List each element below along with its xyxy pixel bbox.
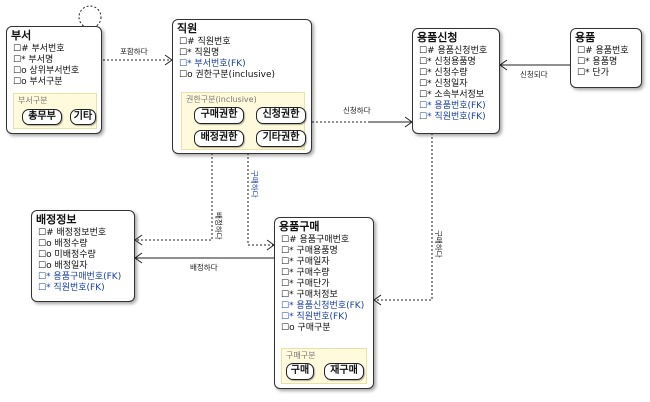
- attr-row: ☐# 직원번호: [179, 37, 231, 47]
- subtype-pill[interactable]: 기타권한: [256, 130, 306, 147]
- req-purchase-line: [374, 133, 433, 301]
- attr-row-fk: ☐* 용품신청번호(FK): [281, 301, 365, 311]
- attr-row: ☐# 배정정보번호: [38, 228, 107, 238]
- entity-title: 직원: [177, 22, 198, 35]
- relationship-label: 신청되다: [520, 70, 548, 79]
- attr-row: ☐o 미배정수량: [38, 250, 96, 260]
- attr-row-fk: ☐* 용품구매번호(FK): [38, 272, 122, 282]
- subtype-box: 권한구분(inclusive) 구매권한 신청권한 배정권한 기타권한: [181, 92, 306, 150]
- entity-title: 용품구매: [279, 220, 320, 233]
- relationship-label-vertical: 배정하다: [214, 212, 223, 240]
- recursive-relationship: [78, 5, 102, 29]
- entity-title: 부서: [11, 29, 32, 42]
- attr-row: ☐* 부서명: [13, 55, 54, 65]
- emp-purchase-crowfoot: [266, 239, 275, 251]
- attr-row: ☐o 부서구분: [13, 77, 63, 87]
- entity-purchase[interactable]: 용품구매 ☐# 용품구매번호 ☐* 구매용품명 ☐* 구매일자 ☐* 구매수량 …: [274, 217, 374, 389]
- attr-row: ☐* 구매수량: [281, 268, 330, 278]
- subtype-pill[interactable]: 구매: [286, 363, 314, 380]
- entity-title: 용품신청: [417, 31, 458, 44]
- subtype-pill[interactable]: 신청권한: [256, 107, 306, 124]
- entity-title: 배정정보: [36, 213, 77, 226]
- subtype-title: 부서구분: [18, 96, 48, 105]
- subtype-pill[interactable]: 구매권한: [194, 107, 244, 124]
- entity-department[interactable]: 부서 ☐# 부서번호 ☐* 부서명 ☐o 상위부서번호 ☐o 부서구분 부서구분…: [6, 26, 102, 134]
- relationship-label-vertical: 구매하다: [250, 170, 259, 198]
- attr-row: ☐o 배정수량: [38, 239, 88, 249]
- subtype-pill[interactable]: 재구매: [324, 363, 364, 380]
- attr-row: ☐# 부서번호: [13, 44, 65, 54]
- emp-req-crowfoot: [404, 116, 413, 128]
- attr-row: ☐* 신청용품명: [419, 57, 476, 67]
- req-purchase-crowfoot: [373, 294, 382, 306]
- subtype-title: 권한구분(inclusive): [186, 95, 257, 104]
- attr-row-fk: ☐* 직원번호(FK): [281, 312, 348, 322]
- attr-row: ☐* 소속부서정보: [419, 90, 485, 100]
- entity-item-request[interactable]: 용품신청 ☐# 용품신청번호 ☐* 신청용품명 ☐* 신청수량 ☐* 신청일자 …: [412, 28, 500, 134]
- emp-assign-line: [135, 153, 213, 241]
- emp-purchase-line: [247, 153, 274, 246]
- attr-row: ☐o 권한구분(inclusive): [179, 70, 275, 80]
- attr-row: ☐* 단가: [577, 68, 609, 78]
- relationship-label-vertical: 구매하다: [434, 230, 443, 258]
- entity-title: 용품: [575, 31, 596, 44]
- emp-assign-crowfoot: [134, 234, 143, 246]
- entity-employee[interactable]: 직원 ☐# 직원번호 ☐* 직원명 ☐* 부서번호(FK) ☐o 권한구분(in…: [172, 19, 312, 154]
- attr-row: ☐* 구매일자: [281, 257, 330, 267]
- attr-row: ☐o 상위부서번호: [13, 66, 80, 76]
- subtype-pill[interactable]: 배정권한: [194, 130, 244, 147]
- attr-row: ☐# 용품신청번호: [419, 46, 488, 56]
- assign-purchase-crowfoot: [134, 252, 143, 264]
- relationship-label: 신청하다: [343, 106, 371, 115]
- relationship-label: 포함하다: [120, 47, 148, 56]
- attr-row: ☐* 구매용품명: [281, 246, 338, 256]
- attr-row: ☐* 용품명: [577, 57, 618, 67]
- attr-row: ☐* 직원명: [179, 48, 220, 58]
- attr-row-fk: ☐* 용품번호(FK): [419, 101, 486, 111]
- dept-emp-crowfoot: [164, 54, 173, 66]
- subtype-box: 부서구분 총무부 기타: [13, 93, 97, 129]
- subtype-box: 구매구분 구매 재구매: [281, 348, 367, 384]
- relationship-label: 배정하다: [190, 263, 218, 272]
- attr-row-fk: ☐* 직원번호(FK): [38, 283, 105, 293]
- attr-row-fk: ☐* 직원번호(FK): [419, 112, 486, 122]
- attr-row: ☐# 용품번호: [577, 46, 629, 56]
- req-item-crowfoot: [499, 59, 508, 71]
- attr-row: ☐* 신청일자: [419, 79, 468, 89]
- subtype-pill[interactable]: 기타: [70, 109, 96, 125]
- attr-row-fk: ☐* 부서번호(FK): [179, 59, 246, 69]
- subtype-title: 구매구분: [286, 351, 316, 360]
- entity-assignment[interactable]: 배정정보 ☐# 배정정보번호 ☐o 배정수량 ☐o 미배정수량 ☐o 배정일자 …: [31, 210, 135, 302]
- entity-item[interactable]: 용품 ☐# 용품번호 ☐* 용품명 ☐* 단가: [570, 28, 642, 88]
- attr-row: ☐* 구매처정보: [281, 290, 338, 300]
- attr-row: ☐* 구매단가: [281, 279, 330, 289]
- attr-row: ☐o 배정일자: [38, 261, 88, 271]
- attr-row: ☐* 신청수량: [419, 68, 468, 78]
- subtype-pill[interactable]: 총무부: [22, 109, 62, 125]
- attr-row: ☐# 용품구매번호: [281, 235, 350, 245]
- attr-row: ☐o 구매구분: [281, 323, 331, 333]
